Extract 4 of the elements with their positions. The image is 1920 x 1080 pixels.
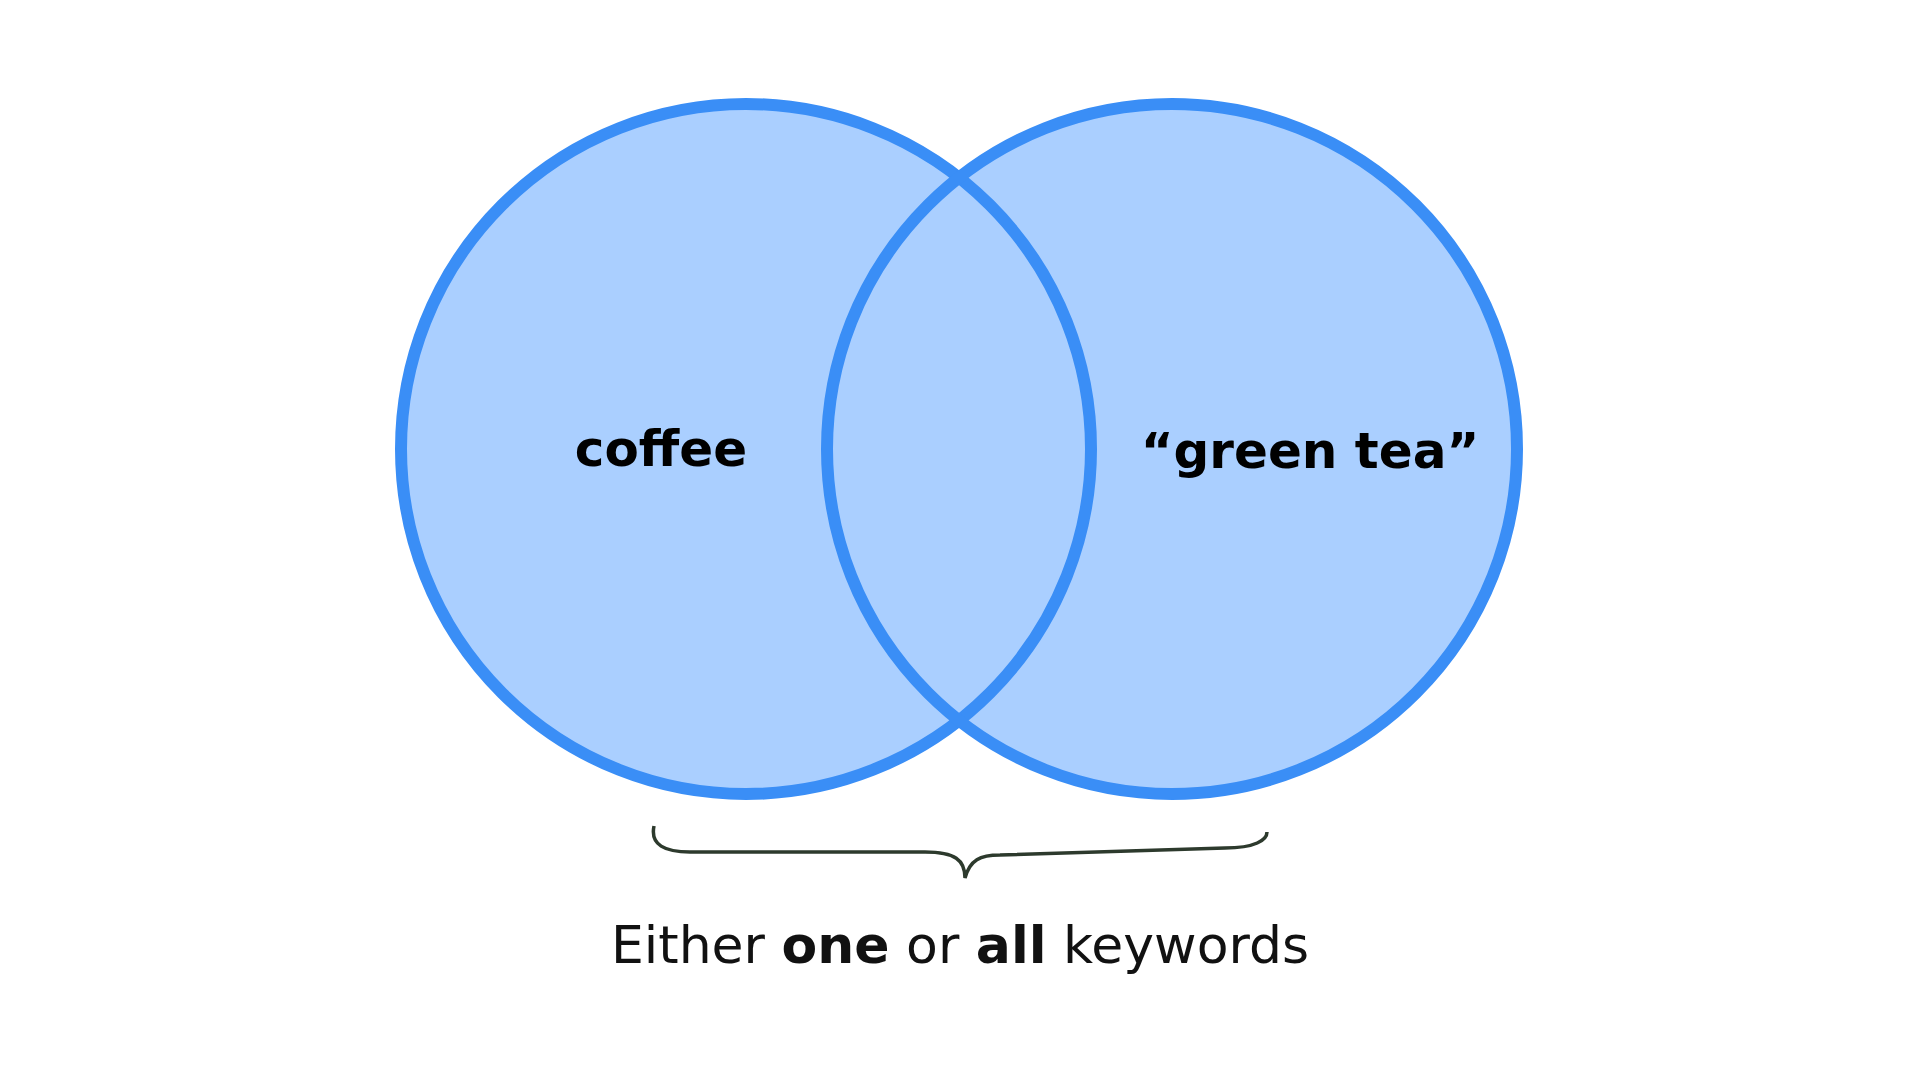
caption-text: Either one or all keywords — [610, 915, 1310, 975]
circle-label: “green tea” — [1140, 422, 1480, 480]
circle-label: coffee — [574, 420, 748, 478]
venn-circle — [821, 98, 1523, 800]
